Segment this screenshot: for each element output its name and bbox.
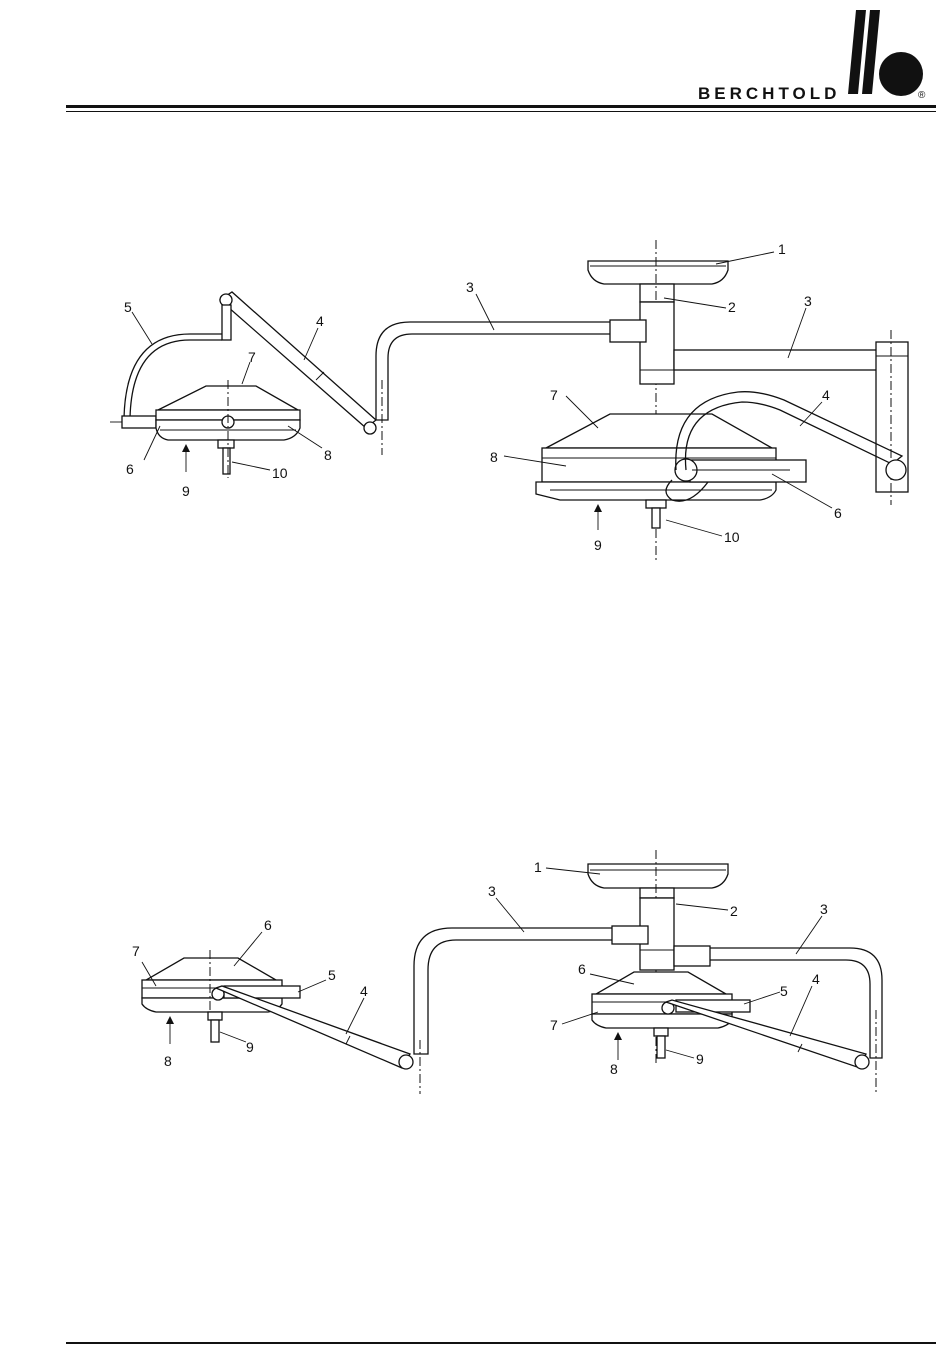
light-arrow-left-bottom-head [166,1016,174,1024]
callout-9: 9 [594,537,602,553]
callout-5: 5 [124,299,132,315]
lamp-head-left-bottom [142,958,300,1042]
joint-right [886,460,906,480]
callout-6: 6 [578,961,586,977]
callout-6: 6 [264,917,272,933]
callout-7: 7 [132,943,140,959]
callout-4: 4 [812,971,820,987]
callout-9: 9 [696,1051,704,1067]
callout-3: 3 [804,293,812,309]
handle-left [122,416,156,428]
callout-8: 8 [324,447,332,463]
light-arrow-left-head [182,444,190,452]
callout-4: 4 [360,983,368,999]
extension-arm-left-bottom [414,928,612,1054]
callout-1: 1 [534,859,542,875]
callout-10: 10 [272,465,288,481]
light-arrow-right-head [594,504,602,512]
callout-5: 5 [328,967,336,983]
callout-2: 2 [730,903,738,919]
callout-6: 6 [834,505,842,521]
callout-7: 7 [248,349,256,365]
callout-1: 1 [778,241,786,257]
light-arrow-right-bottom-head [614,1032,622,1040]
footer-rule [66,1342,936,1344]
figure-bottom: 1 2 3 3 4 4 5 5 6 6 7 7 8 8 9 9 [132,850,882,1094]
ceiling-canopy [588,261,728,302]
callout-7: 7 [550,387,558,403]
callout-7: 7 [550,1017,558,1033]
lamp-head-right [536,414,806,528]
callout-4: 4 [822,387,830,403]
callout-5: 5 [780,983,788,999]
callout-3: 3 [820,901,828,917]
figure-top: 1 2 3 3 4 4 5 6 6 7 7 8 8 9 9 10 10 [110,240,908,560]
callout-2: 2 [728,299,736,315]
central-shaft-bottom [612,898,710,970]
central-shaft [610,302,674,384]
callout-8: 8 [610,1061,618,1077]
callout-8: 8 [164,1053,172,1069]
spring-arm-left-bottom [216,986,413,1069]
callout-3: 3 [466,279,474,295]
callout-9: 9 [246,1039,254,1055]
callout-4: 4 [316,313,324,329]
callout-3: 3 [488,883,496,899]
callout-8: 8 [490,449,498,465]
callout-10: 10 [724,529,740,545]
callout-6: 6 [126,461,134,477]
callout-9: 9 [182,483,190,499]
ceiling-canopy-bottom [588,864,728,898]
